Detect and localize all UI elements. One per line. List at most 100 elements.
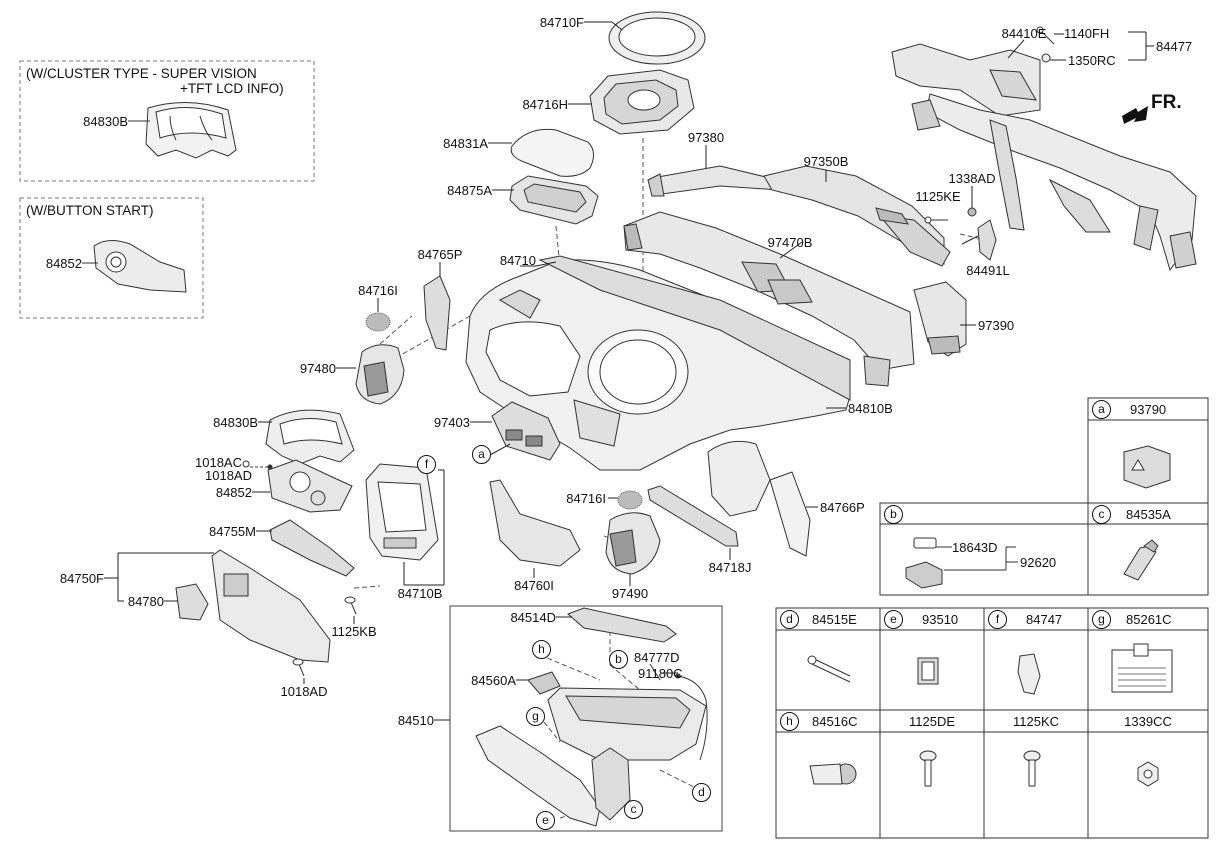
legend-part-1125KC: 1125KC [1012,714,1060,729]
legend-letter-a: a [1092,400,1111,419]
screw-1125KB-drawing [344,596,357,615]
part-label-84780: 84780 [127,594,164,609]
part-label-84710: 84710 [499,253,536,268]
inset-button-start-part-label: 84852 [45,256,82,271]
speaker-tray-drawing [509,175,599,225]
lower-crash-pad-84750F-drawing [211,549,331,663]
legend-part-1125DE: 1125DE [908,714,956,729]
part-label-97480: 97480 [299,361,336,376]
part-label-84766P: 84766P [820,500,865,515]
air-vent-97480-drawing [355,344,405,405]
cowl-cross-member-drawing [891,43,1197,272]
callout-c: c [624,800,643,819]
air-duct-97390-drawing [913,281,967,357]
legend-part-84747: 84747 [1026,612,1063,627]
inset-box-cluster [19,60,315,182]
part-label-1018AD-bottom: 1018AD [280,684,328,699]
part-label-1125KE: 1125KE [915,189,961,204]
legend-part-93790: 93790 [1130,402,1167,417]
legend-letter-b: b [884,505,903,524]
part-label-84755M: 84755M [209,524,256,539]
callout-f: f [417,455,436,474]
air-duct-97470B-drawing [623,211,915,387]
callout-e: e [536,811,555,830]
part-label-84716I-right: 84716I [566,491,606,506]
speaker-grille-right-drawing [617,490,643,510]
legend-part-1339CC: 1339CC [1124,714,1172,729]
front-direction-label: FR. [1151,92,1182,113]
legend-84515E-drawing [807,655,851,683]
part-label-84710F: 84710F [539,15,584,30]
glove-box-latch-84560A-drawing [527,671,561,695]
speaker-bracket-drawing [589,69,695,135]
inset-box-button-start [19,197,204,319]
wire-91180C-drawing [675,673,708,761]
part-label-84875A: 84875A [447,183,492,198]
cluster-hood-84830B-drawing [265,409,355,465]
part-label-92620: 92620 [1020,555,1057,570]
lower-panel-84760I-drawing [489,479,581,567]
part-label-84830B: 84830B [213,415,258,430]
part-label-1018AD: 1018AD [205,468,252,483]
part-label-84750F: 84750F [59,571,104,586]
part-label-84477: 84477 [1156,39,1193,54]
cover-84852-drawing [267,459,353,513]
legend-part-93510: 93510 [922,612,959,627]
air-duct-97350B-drawing [763,165,951,267]
part-label-1140FH: 1140FH [1064,26,1110,41]
damper-84777D-drawing [649,663,661,681]
legend-part-84515E: 84515E [812,612,857,627]
callout-g: g [526,707,545,726]
part-label-84760I: 84760I [514,578,554,593]
inset-cluster-part-label: 84830B [83,114,128,129]
callout-a: a [472,445,491,464]
air-vent-97490-drawing [605,512,661,575]
legend-part-84516C: 84516C [812,714,858,729]
legend-1125KC-drawing [1023,750,1041,787]
part-label-84410E: 84410E [1001,26,1047,41]
part-label-84514D: 84514D [510,610,556,625]
part-label-84510: 84510 [397,713,434,728]
part-label-97490: 97490 [611,586,649,601]
glove-box-group-box [449,605,723,832]
legend-93790-drawing [1123,445,1171,489]
part-label-1018AC: 1018AC [195,455,242,470]
part-label-1350RC: 1350RC [1068,53,1116,68]
inset-button-start-title: (W/BUTTON START) [26,203,154,218]
cluster-hood-inset-drawing [145,102,237,159]
legend-letter-h: h [780,712,799,731]
part-label-84718J: 84718J [708,560,752,575]
legend-84535A-drawing [1123,539,1159,581]
legend-letter-g: g [1092,610,1111,629]
inset-cluster-title-line2: +TFT LCD INFO) [180,81,284,96]
front-arrow-icon [1122,106,1148,124]
side-cover-84765P-drawing [423,275,451,351]
speaker-grille-drawing [608,11,706,65]
part-label-97470B: 97470B [767,235,813,250]
bracket-84755M-drawing [269,519,355,577]
cover-84780-drawing [175,583,209,621]
bracket-84491L-drawing [977,219,997,261]
glove-box-housing-drawing [547,687,707,761]
legend-part-84535A: 84535A [1126,507,1171,522]
defroster-pad-drawing [510,128,594,177]
legend-93510-drawing [917,657,939,685]
part-label-84710B: 84710B [397,586,443,601]
part-label-84716H: 84716H [522,97,568,112]
inset-cluster-title-line1: (W/CLUSTER TYPE - SUPER VISION [26,66,257,81]
part-label-84777D: 84777D [634,650,680,665]
callout-d: d [692,783,711,802]
legend-1339CC-drawing [1137,761,1159,787]
bolts-crossmember-drawing [924,26,1055,224]
glove-box-upper-84514D-drawing [567,607,677,643]
side-cover-84766P-drawing [769,471,811,557]
speaker-grille-left-drawing [365,312,391,332]
legend-85261C-drawing [1111,643,1173,693]
legend-letter-c: c [1092,505,1111,524]
part-label-97390: 97390 [978,318,1015,333]
part-label-1338AD: 1338AD [948,171,996,186]
part-label-84716I-left: 84716I [358,283,398,298]
button-start-cover-inset-drawing [93,240,187,293]
part-label-97380: 97380 [687,130,725,145]
